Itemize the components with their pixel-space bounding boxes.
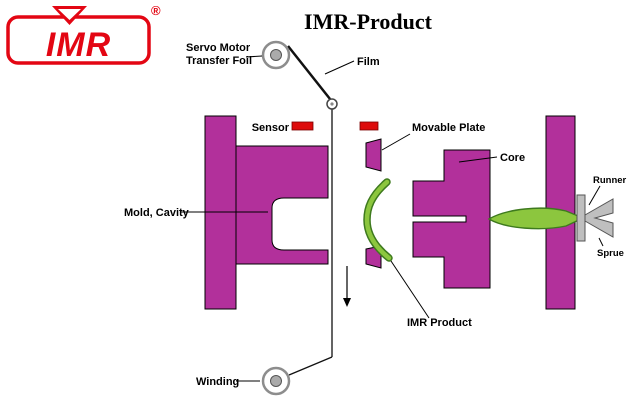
winding-roller-inner bbox=[270, 375, 282, 387]
leader-film bbox=[324, 60, 355, 75]
film-diagonal-bottom bbox=[288, 356, 333, 376]
film-direction-arrow-icon bbox=[343, 266, 351, 307]
leader-movable-plate bbox=[381, 133, 411, 151]
movable-plate-top bbox=[365, 138, 382, 172]
label-imr-product: IMR Product bbox=[407, 317, 472, 329]
logo-border bbox=[6, 15, 151, 65]
core-block bbox=[412, 149, 491, 289]
film-diagonal-top bbox=[287, 45, 331, 100]
winding-roller bbox=[261, 366, 291, 396]
servo-roller bbox=[261, 40, 291, 70]
label-sensor: Sensor bbox=[252, 122, 290, 134]
label-movable-plate: Movable Plate bbox=[412, 122, 485, 134]
plate-sensor-block bbox=[359, 121, 379, 131]
label-runner: Runner bbox=[593, 175, 627, 186]
imr-logo: IMR ® bbox=[6, 3, 161, 65]
sensor-block bbox=[291, 121, 314, 131]
label-core: Core bbox=[500, 152, 525, 164]
label-winding: Winding bbox=[196, 376, 239, 388]
sprue-shape bbox=[584, 198, 614, 238]
sprue-bar bbox=[576, 194, 586, 242]
label-servo-motor: Servo Motor bbox=[186, 42, 251, 54]
imr-product-shape bbox=[364, 179, 392, 261]
leader-runner bbox=[588, 185, 601, 206]
label-transfer-foil: Transfer Foil bbox=[186, 55, 252, 67]
label-mold-cavity: Mold, Cavity bbox=[124, 207, 190, 219]
leader-servo-motor bbox=[245, 55, 263, 58]
leader-sprue bbox=[598, 237, 604, 247]
leader-imr-product bbox=[390, 260, 430, 319]
guide-roller-inner bbox=[330, 102, 334, 106]
label-sprue: Sprue bbox=[597, 248, 624, 259]
mold-cavity-block bbox=[235, 145, 329, 265]
logo-text: IMR bbox=[46, 26, 111, 64]
leader-core bbox=[458, 156, 498, 163]
label-film: Film bbox=[357, 56, 380, 68]
servo-roller-inner bbox=[270, 49, 282, 61]
registered-mark: ® bbox=[151, 3, 161, 18]
guide-roller bbox=[326, 98, 338, 110]
logo-triangle-inner bbox=[58, 9, 81, 20]
page-title: IMR-Product bbox=[304, 9, 433, 34]
